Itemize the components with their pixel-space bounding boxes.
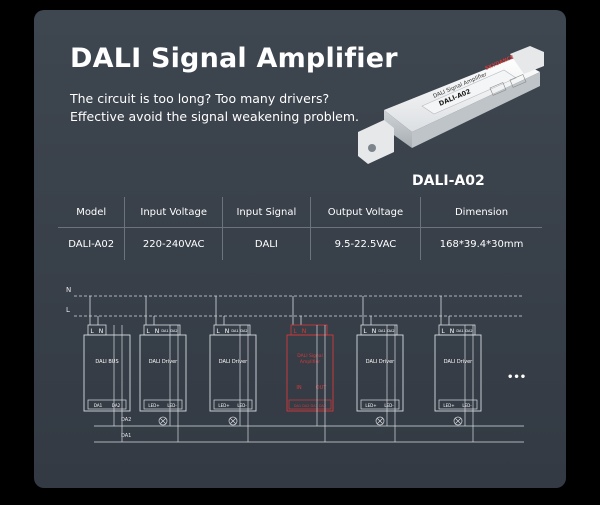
product-image: DALI Signal Amplifier DALI-A02 SKYDANCE: [358, 46, 544, 164]
amplifier-name: DALI Signal: [297, 353, 323, 359]
terminal-label: DA1: [94, 403, 103, 408]
terminal-label: L: [90, 328, 94, 335]
lamp-icon: [453, 416, 463, 426]
subtitle-line-2: Effective avoid the signal weakening pro…: [70, 109, 360, 124]
spec-value-cell: 220-240VAC: [124, 227, 223, 260]
terminal-label: DA1: [456, 329, 463, 333]
lamp-icon-cross: [159, 417, 167, 425]
lamp-icon: [228, 416, 238, 426]
terminal-label: N: [225, 328, 230, 335]
spec-value-cell: 168*39.4*30mm: [420, 227, 542, 260]
amplifier-out-label: OUT: [316, 385, 328, 391]
module-name: DALI BUS: [95, 359, 118, 365]
module-name: DALI Driver: [444, 359, 473, 365]
terminal-label: N: [450, 328, 455, 335]
module-box: [83, 334, 131, 412]
terminal-label: DA1 DA2 DA1 DA2: [294, 404, 326, 408]
terminal-label: L: [363, 328, 367, 335]
lamp-icon: [375, 416, 385, 426]
spec-header-cell: Output Voltage: [309, 197, 421, 228]
terminal-block: [489, 82, 507, 96]
spec-value-cell: DALI: [221, 227, 311, 260]
terminal-strip: [360, 399, 400, 410]
case-front: [412, 72, 540, 148]
terminal-label: DA2: [112, 403, 121, 408]
terminal-strip: [438, 399, 478, 410]
terminal-block: [509, 74, 527, 88]
module-name: DALI Driver: [149, 359, 178, 365]
terminal-label: N: [155, 328, 160, 335]
lamp-icon-cross: [454, 417, 462, 425]
terminal-label: DA2: [240, 329, 247, 333]
spec-value-cell: DALI-A02: [68, 238, 115, 250]
terminal-label: N: [302, 328, 307, 335]
terminal-label: L: [146, 328, 150, 335]
more-devices-ellipsis: •••: [507, 372, 526, 383]
terminal-label: L: [441, 328, 445, 335]
terminal-label: LED+: [365, 403, 376, 408]
spec-value-cell: 9.5-22.5VAC: [309, 227, 421, 260]
terminal-label: DA1: [161, 329, 168, 333]
amplifier-in-label: IN: [296, 385, 301, 391]
terminal-label: N: [99, 328, 104, 335]
module-box: [286, 334, 334, 412]
terminal-label: L: [293, 328, 297, 335]
lamp-icon-cross: [376, 417, 384, 425]
model-label: DALI-A02: [412, 173, 485, 189]
terminal-strip: [143, 399, 183, 410]
content-card: DALI Signal Amplifier The circuit is too…: [34, 10, 566, 488]
module-box: [139, 334, 187, 412]
terminal-strip: [213, 399, 253, 410]
spec-header-cell: Input Voltage: [124, 197, 223, 228]
case-mount-right: [510, 46, 544, 74]
case-mount-left: [358, 120, 394, 164]
terminal-strip: [288, 399, 332, 410]
spec-header-row: Model Input Voltage Input Signal Output …: [58, 197, 542, 228]
lamp-icon-cross: [229, 417, 237, 425]
terminal-label: LED-: [384, 403, 394, 408]
module-box: [209, 334, 257, 412]
case-end: [384, 110, 412, 148]
terminal-strip: [87, 399, 127, 410]
module-name: DALI Driver: [219, 359, 248, 365]
line-n-label: N: [66, 286, 71, 294]
terminal-label: LED-: [167, 403, 177, 408]
mount-hole-icon: [368, 144, 376, 152]
terminal-label: LED-: [237, 403, 247, 408]
terminal-label: L: [216, 328, 220, 335]
terminal-label: DA2: [387, 329, 394, 333]
terminal-label: DA1: [378, 329, 385, 333]
terminal-label: LED+: [443, 403, 454, 408]
terminal-label: DA2: [170, 329, 177, 333]
lamp-icon: [158, 416, 168, 426]
terminal-label: LED-: [462, 403, 472, 408]
page-title: DALI Signal Amplifier: [70, 43, 398, 74]
spec-header-cell: Input Signal: [221, 197, 311, 228]
module-box: [356, 334, 404, 412]
terminal-label: N: [372, 328, 377, 335]
label-plate: [421, 69, 517, 115]
subtitle-line-1: The circuit is too long? Too many driver…: [70, 91, 330, 106]
spec-value-row: DALI-A02 220-240VAC DALI 9.5-22.5VAC 168…: [58, 227, 542, 260]
terminal-label: DA1: [231, 329, 238, 333]
amplifier-name: Amplifier: [300, 359, 320, 365]
spec-header-cell: Model: [58, 197, 125, 228]
module-name: DALI Driver: [366, 359, 395, 365]
terminal-label: DA2: [465, 329, 472, 333]
line-l-label: L: [66, 306, 70, 314]
terminal-label: LED+: [218, 403, 229, 408]
terminal-label: LED+: [148, 403, 159, 408]
da1-label: DA1: [121, 433, 131, 439]
module-box: [434, 334, 482, 412]
spec-header-cell: Dimension: [420, 197, 542, 228]
da2-label: DA2: [121, 417, 131, 423]
spec-table: Model Input Voltage Input Signal Output …: [58, 197, 542, 260]
